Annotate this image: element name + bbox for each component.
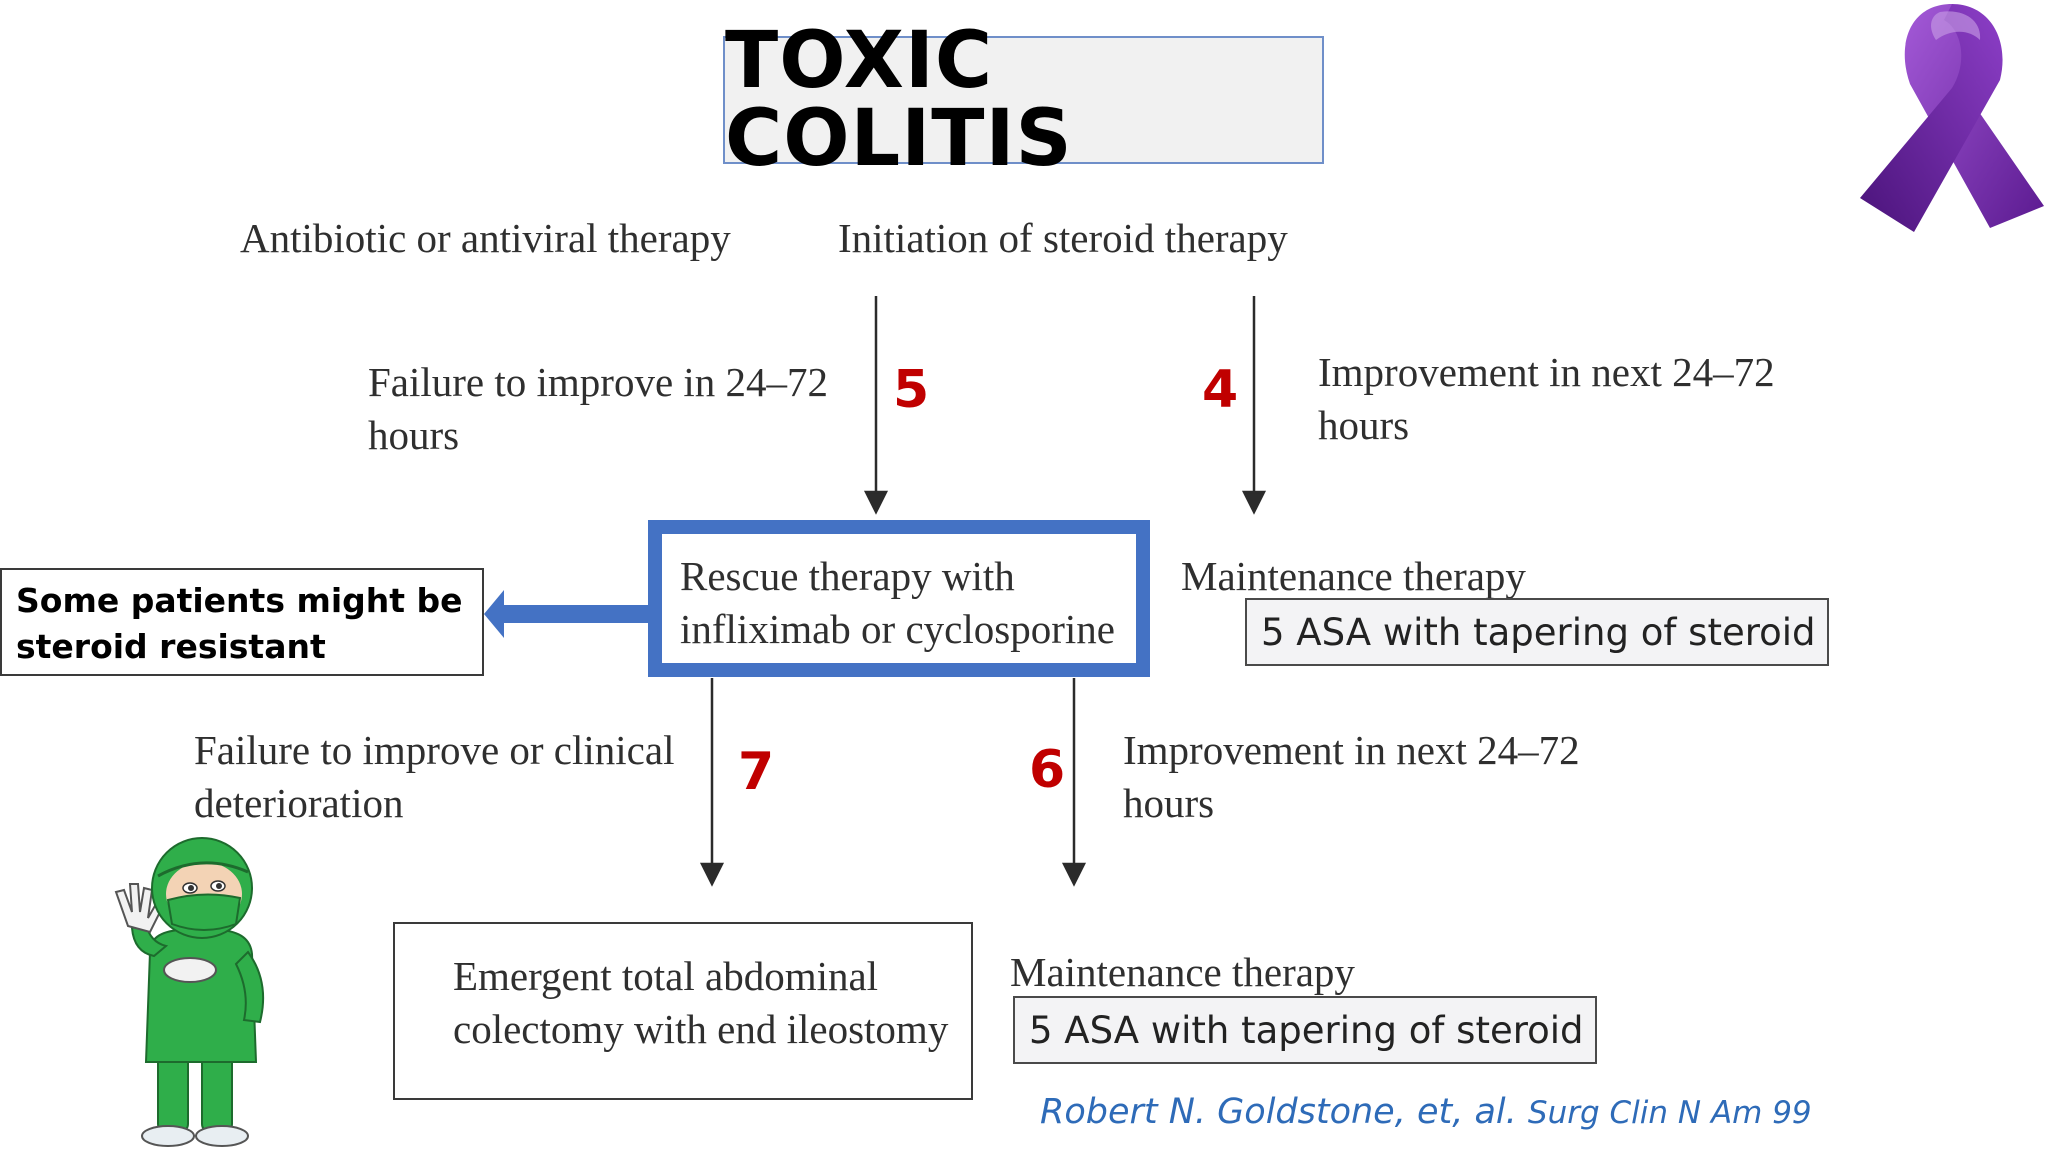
improvement-upper-line1: Improvement in next 24–72 [1318,349,1775,395]
arrowhead-rescue [863,490,889,515]
rescue-therapy-text: Rescue therapy with infliximab or cyclos… [680,550,1115,656]
improvement-label-upper: Improvement in next 24–72 hours [1318,346,1775,452]
maintenance-therapy-lower-label: Maintenance therapy [1010,949,1355,995]
page-title: TOXIC COLITIS [725,16,1073,184]
improvement-upper-line2: hours [1318,402,1410,448]
antibiotic-therapy-label: Antibiotic or antiviral therapy [240,215,731,261]
purple-awareness-ribbon-icon [1860,4,2044,232]
citation-journal: Surg Clin N Am 99 [1527,1095,1812,1131]
asa-tapering-box-lower: 5 ASA with tapering of steroid [1013,996,1597,1064]
step-4-number: 4 [1202,360,1239,420]
colectomy-line1: Emergent total abdominal [453,953,879,999]
arrowhead-maintenance-lower [1061,862,1087,887]
arrowhead-maintenance-upper [1241,490,1267,515]
step-5-number: 5 [893,360,930,420]
surgeon-nurse-cartoon-icon [114,837,265,1147]
failure-improve-line1: Failure to improve in 24–72 [368,359,829,405]
rescue-line1: Rescue therapy with [680,553,1015,599]
colectomy-text: Emergent total abdominal colectomy with … [453,950,948,1056]
failure-deterioration-label: Failure to improve or clinical deteriora… [194,724,674,830]
step-7-number: 7 [738,742,775,802]
rescue-therapy-box [648,520,1150,677]
colectomy-line2: colectomy with end ileostomy [453,1006,949,1052]
improvement-label-lower: Improvement in next 24–72 hours [1123,724,1580,830]
blue-left-arrow [484,590,650,638]
improvement-lower-line1: Improvement in next 24–72 [1123,727,1580,773]
citation: Robert N. Goldstone, et, al. Surg Clin N… [1040,1092,1812,1132]
resistant-line2: steroid resistant [16,627,326,666]
resistant-line1: Some patients might be [16,581,463,620]
asa-tapering-box-upper: 5 ASA with tapering of steroid [1245,598,1829,666]
rescue-line2: infliximab or cyclosporine [680,606,1115,652]
step-6-number: 6 [1029,740,1066,800]
steroid-initiation-label: Initiation of steroid therapy [838,215,1288,261]
failure-deterioration-line1: Failure to improve or clinical [194,727,675,773]
citation-authors: Robert N. Goldstone, et, al. [1040,1092,1517,1132]
failure-improve-label: Failure to improve in 24–72 hours [368,356,828,462]
steroid-resistant-note: Some patients might be steroid resistant [0,568,484,676]
maintenance-therapy-upper-label: Maintenance therapy [1181,553,1526,599]
improvement-lower-line2: hours [1123,780,1215,826]
arrowhead-colectomy [699,862,725,887]
failure-deterioration-line2: deterioration [194,780,404,826]
failure-improve-line2: hours [368,412,460,458]
colectomy-box [393,922,973,1100]
title-box: TOXIC COLITIS [723,22,1324,178]
